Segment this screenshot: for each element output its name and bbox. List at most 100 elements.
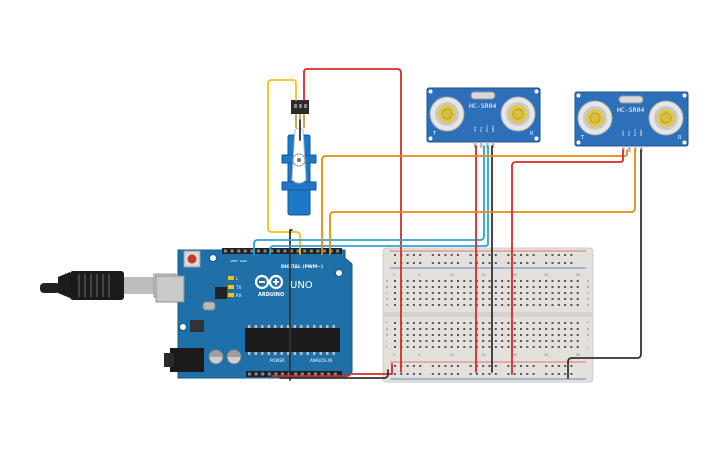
wire-servo-power xyxy=(303,68,402,373)
usb-b-socket xyxy=(155,275,185,303)
sensor-pin xyxy=(486,142,489,148)
crystal xyxy=(202,301,216,311)
led-l xyxy=(228,276,234,280)
sensor-t-mark: T xyxy=(432,131,437,137)
wire-sensor2-trig xyxy=(321,149,628,255)
dc-jack xyxy=(170,348,204,372)
breadboard-col-number: 5 xyxy=(418,273,420,277)
digital-header xyxy=(222,248,342,254)
wire-sensor2-vcc xyxy=(511,149,624,375)
breadboard-col-number: 15 xyxy=(481,273,485,277)
breadboard-col-number: 1 xyxy=(393,273,395,277)
sensor-model-label: HC-SR04 xyxy=(469,102,496,110)
breadboard-row-letter: i xyxy=(386,339,387,343)
arduino-uno-board: L TX RX ARDUINO UNO DIGITAL (PWM~) POWER… xyxy=(155,248,353,379)
wire-servo-ground xyxy=(289,119,301,381)
breadboard-col-number: 5 xyxy=(418,353,420,357)
sensor-pin-label: Echo xyxy=(633,129,637,136)
sensor-pin xyxy=(474,142,477,148)
wire-arduino-gnd xyxy=(279,369,389,379)
sensor-pin-label: Echo xyxy=(485,125,489,132)
sensor-pin xyxy=(634,146,637,152)
breadboard-col-number: 10 xyxy=(450,353,454,357)
sensor-pin-label: VCC xyxy=(473,126,477,132)
led-rx xyxy=(228,293,234,297)
wire-servo-signal xyxy=(267,79,301,255)
breadboard-row-letter: d xyxy=(386,297,388,301)
breadboard-row-letter: e xyxy=(587,303,589,307)
sensor-pin-label: Trig xyxy=(627,131,631,137)
breadboard-center-channel xyxy=(383,312,593,317)
sensor-pin-label: Trig xyxy=(479,127,483,133)
wire-sensor1-trig xyxy=(253,145,485,255)
breadboard-row-letter: g xyxy=(386,327,388,331)
arduino-logo xyxy=(254,274,284,290)
transducer xyxy=(577,100,613,136)
breadboard-row-letter: f xyxy=(587,321,589,325)
wire-sensor1-echo xyxy=(269,145,489,255)
led-rx-label: RX xyxy=(236,293,242,298)
breadboard-col-number: 1 xyxy=(393,353,395,357)
sensor-pin xyxy=(492,142,495,148)
aref-label: AREF xyxy=(230,259,238,263)
arduino-model: UNO xyxy=(290,280,313,291)
breadboard-col-number: 25 xyxy=(544,353,548,357)
led-tx-label: TX xyxy=(235,285,241,290)
led-l-label: L xyxy=(236,276,239,281)
breadboard-row-letter: j xyxy=(586,345,588,349)
voltage-regulator xyxy=(190,320,204,332)
sensor-pin xyxy=(640,146,643,152)
breadboard-col-number: 15 xyxy=(481,353,485,357)
breadboard-col-number: 20 xyxy=(513,353,517,357)
power-label: POWER xyxy=(270,358,285,363)
sensor-pin-label: GND xyxy=(639,130,643,136)
transducer xyxy=(500,96,536,132)
transducer xyxy=(648,100,684,136)
breadboard-row-letter: i xyxy=(587,339,588,343)
breadboard-row-letter: c xyxy=(587,291,589,295)
digital-pwm-label: DIGITAL (PWM~) xyxy=(281,264,323,270)
breadboard-col-number: 30 xyxy=(576,353,580,357)
breadboard-row-letter: b xyxy=(386,285,389,289)
breadboard-row-letter: d xyxy=(587,297,589,301)
wire-sensor2-echo xyxy=(329,149,636,255)
sensor-pin-label: GND xyxy=(491,126,495,132)
sensor-pin-label: VCC xyxy=(621,130,625,136)
servo-motor xyxy=(281,100,317,216)
breadboard-row-letter: j xyxy=(385,345,387,349)
led-tx xyxy=(228,285,234,289)
breadboard-row-letter: a xyxy=(386,279,388,283)
gnd-label: GND xyxy=(240,259,248,263)
sensor-t-mark: T xyxy=(580,135,585,141)
power-analog-header xyxy=(246,371,342,377)
breadboard-row-letter: h xyxy=(587,333,589,337)
sensor-model-label: HC-SR04 xyxy=(617,106,644,114)
sensor-pin xyxy=(480,142,483,148)
breadboard-row-letter: e xyxy=(386,303,388,307)
icsp-header xyxy=(215,287,227,299)
wire-sensor2-gnd xyxy=(567,149,642,379)
sensor-r-mark: R xyxy=(530,131,534,137)
sensor-pin xyxy=(622,146,625,152)
breadboard-col-number: 20 xyxy=(513,273,517,277)
breadboard-col-number: 30 xyxy=(576,273,580,277)
breadboard-row-letter: f xyxy=(386,321,388,325)
sensor-pin xyxy=(628,146,631,152)
breadboard-row-letter: g xyxy=(587,327,589,331)
breadboard-row-letter: c xyxy=(386,291,388,295)
transducer xyxy=(429,96,465,132)
analog-in-label: ANALOG IN xyxy=(310,358,332,363)
arduino-brand: ARDUINO xyxy=(258,292,284,298)
atmega-chip xyxy=(245,328,340,352)
sensor-r-mark: R xyxy=(678,135,682,141)
breadboard-row-letter: b xyxy=(587,285,590,289)
crystal xyxy=(470,91,496,100)
breadboard-col-number: 10 xyxy=(450,273,454,277)
breadboard-row-letter: a xyxy=(587,279,589,283)
crystal xyxy=(618,95,644,104)
wire-arduino-5v xyxy=(271,363,393,377)
